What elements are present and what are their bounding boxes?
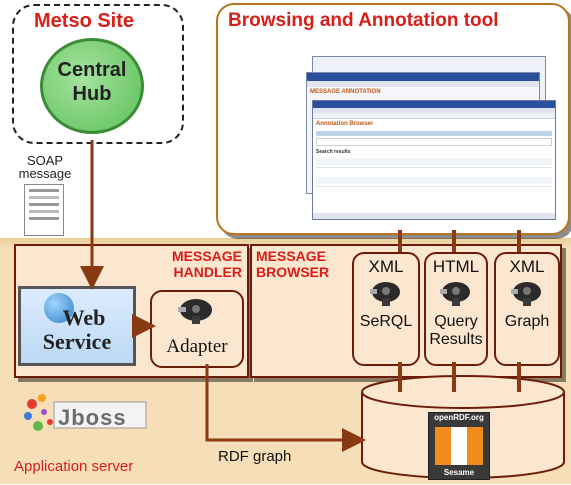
adapter-plug-icon — [438, 279, 474, 309]
browser-window-front: Annotation Browser Search results — [312, 100, 556, 220]
browser-adapter-2-label-line2: Results — [429, 331, 483, 348]
central-hub-text: Central Hub — [57, 59, 127, 105]
browser-adapter-1-format: XML — [368, 257, 404, 276]
browser-adapter-3-label: Graph — [504, 313, 550, 330]
browser-adapter-2-label: Query — [434, 313, 478, 330]
sesame-text: Sesame — [443, 468, 475, 477]
web-service-box — [18, 286, 136, 366]
soap-document-icon — [24, 184, 64, 236]
jboss-logo — [18, 388, 153, 444]
browser-adapter-3: XML Graph — [494, 252, 560, 366]
openrdf-text: openRDF.org — [434, 413, 484, 422]
application-server-band-top — [0, 238, 571, 248]
browsing-tool-title: Browsing and Annotation tool — [228, 10, 499, 31]
soap-label: SOAP message — [18, 153, 72, 181]
message-browser-title: MESSAGE BROWSER — [256, 248, 330, 280]
adapter-plug-icon — [368, 279, 404, 309]
application-server-label: Application server — [14, 458, 134, 475]
rdf-graph-label: RDF graph — [218, 448, 292, 465]
adapter-plug-icon — [509, 279, 545, 309]
rdf-graph-arrow — [205, 364, 366, 452]
browser-adapter-1: XML SeRQL — [352, 252, 420, 366]
central-hub-label: Central Hub — [40, 58, 144, 106]
message-annotation-heading: MESSAGE ANNOTATION — [310, 89, 381, 95]
browser-adapter-2-format: HTML — [432, 257, 480, 276]
globe-icon — [44, 293, 74, 323]
browser-adapter-3-format: XML — [509, 257, 545, 276]
central-hub — [40, 38, 144, 134]
web-service-label: Web Service — [42, 305, 112, 354]
sesame-logo: openRDF.org Sesame — [428, 412, 490, 480]
search-results-label: Search results — [316, 149, 351, 155]
adapter-plug-icon — [176, 296, 216, 328]
adapter-label: Adapter — [166, 336, 228, 357]
metso-site-title: Metso Site — [34, 10, 135, 32]
browser-adapter-1-label: SeRQL — [359, 313, 413, 330]
jboss-logo-text: Jboss — [58, 405, 127, 430]
annotation-browser-heading: Annotation Browser — [316, 121, 374, 127]
message-handler-title: MESSAGE HANDLER — [171, 248, 242, 280]
